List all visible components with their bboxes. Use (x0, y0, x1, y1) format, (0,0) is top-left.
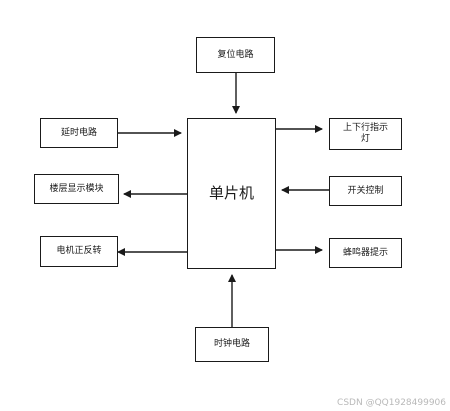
mcu-block: 单片机 (187, 118, 276, 269)
clock-circuit-block: 时钟电路 (195, 327, 269, 362)
switch-control-block: 开关控制 (329, 176, 402, 206)
buzzer-alert-block: 蜂鸣器提示 (329, 238, 402, 268)
floor-display-block: 楼层显示模块 (34, 174, 119, 204)
delay-circuit-block: 延时电路 (40, 118, 118, 148)
watermark: CSDN @QQ1928499906 (337, 398, 446, 408)
direction-indicator-block: 上下行指示灯 (329, 118, 402, 150)
reset-circuit-block: 复位电路 (196, 37, 275, 73)
motor-control-block: 电机正反转 (40, 236, 118, 267)
